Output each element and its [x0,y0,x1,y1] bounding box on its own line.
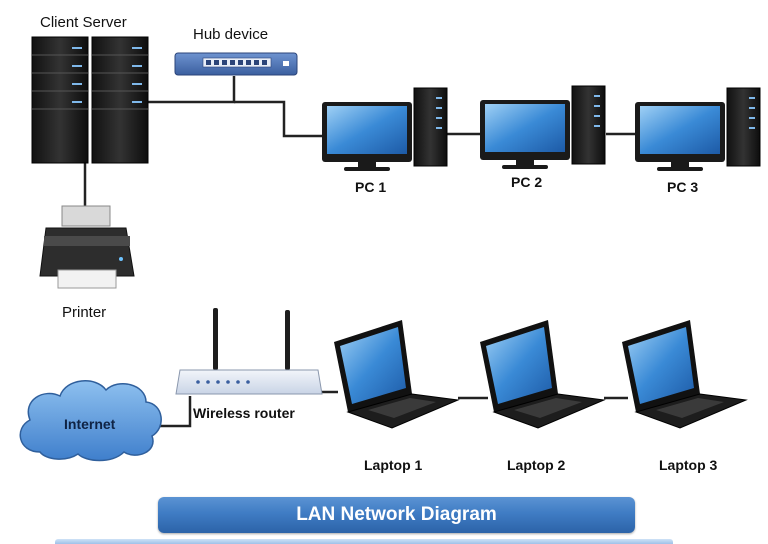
laptop2-icon [480,320,606,429]
pc2-label: PC 2 [511,174,543,190]
pc1-icon [322,87,448,171]
printer-icon [39,205,135,289]
laptop3-label: Laptop 3 [659,457,718,473]
wireless-router-icon [175,308,323,395]
cable-hub-pc1 [234,100,324,138]
hub-device-icon [174,52,298,76]
hub-device-label: Hub device [193,26,269,43]
internet-cloud-icon [19,380,162,462]
diagram-title-banner: LAN Network Diagram [158,497,635,533]
pc3-icon [635,87,761,171]
client-server-icon [31,36,149,164]
laptop1-icon [334,320,460,429]
bottom-strip [55,539,673,544]
internet-label: Internet [64,416,116,432]
laptop1-label: Laptop 1 [364,457,423,473]
laptop2-label: Laptop 2 [507,457,566,473]
printer-label: Printer [62,304,107,321]
pc3-label: PC 3 [667,179,699,195]
wireless-router-label: Wireless router [193,405,295,421]
pc2-icon [480,85,606,169]
laptop3-icon [622,320,748,429]
pc1-label: PC 1 [355,179,387,195]
cable-internet-router [160,396,192,428]
cable-server-hub [147,76,236,104]
diagram-title: LAN Network Diagram [296,504,497,525]
client-server-label: Client Server [40,14,127,31]
cables [83,76,638,428]
